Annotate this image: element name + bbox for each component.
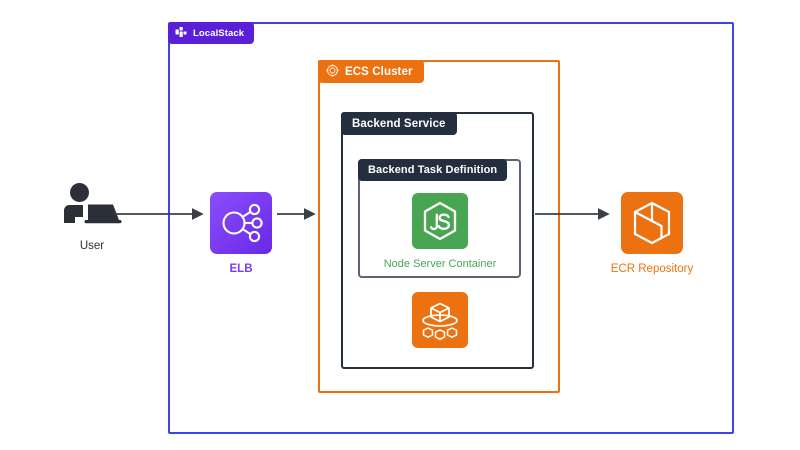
- ecs-cluster-icon: [326, 63, 339, 80]
- ecs-cluster-boundary-box: [318, 60, 560, 393]
- ecs-cluster-badge: ECS Cluster: [318, 60, 424, 83]
- node-user-label: User: [79, 240, 105, 252]
- node-node-server-container: Node Server Container: [382, 193, 498, 270]
- node-user: User: [44, 183, 140, 252]
- user-at-laptop-icon: [61, 183, 123, 231]
- nodejs-icon: [412, 193, 468, 249]
- localstack-badge: LocalStack: [168, 22, 255, 44]
- localstack-label: LocalStack: [193, 27, 245, 39]
- backend-task-definition-label: Backend Task Definition: [368, 164, 498, 176]
- backend-task-definition-badge: Backend Task Definition: [358, 159, 508, 181]
- localstack-icon: [175, 26, 187, 41]
- ecs-cluster-label: ECS Cluster: [345, 65, 413, 78]
- node-elb-label: ELB: [229, 263, 253, 275]
- node-node-server-container-label: Node Server Container: [383, 258, 497, 270]
- backend-service-label: Backend Service: [352, 117, 446, 130]
- backend-service-badge: Backend Service: [341, 112, 457, 135]
- node-ecr-repository: ECR Repository: [610, 192, 694, 275]
- node-fargate-task: [412, 292, 468, 348]
- ecs-container-icon: [412, 292, 468, 348]
- ecr-repository-icon: [621, 192, 683, 254]
- elastic-load-balancer-icon: [210, 192, 272, 254]
- node-elb: ELB: [210, 192, 272, 275]
- localstack-boundary-box: [168, 22, 734, 434]
- node-ecr-repository-label: ECR Repository: [610, 263, 694, 275]
